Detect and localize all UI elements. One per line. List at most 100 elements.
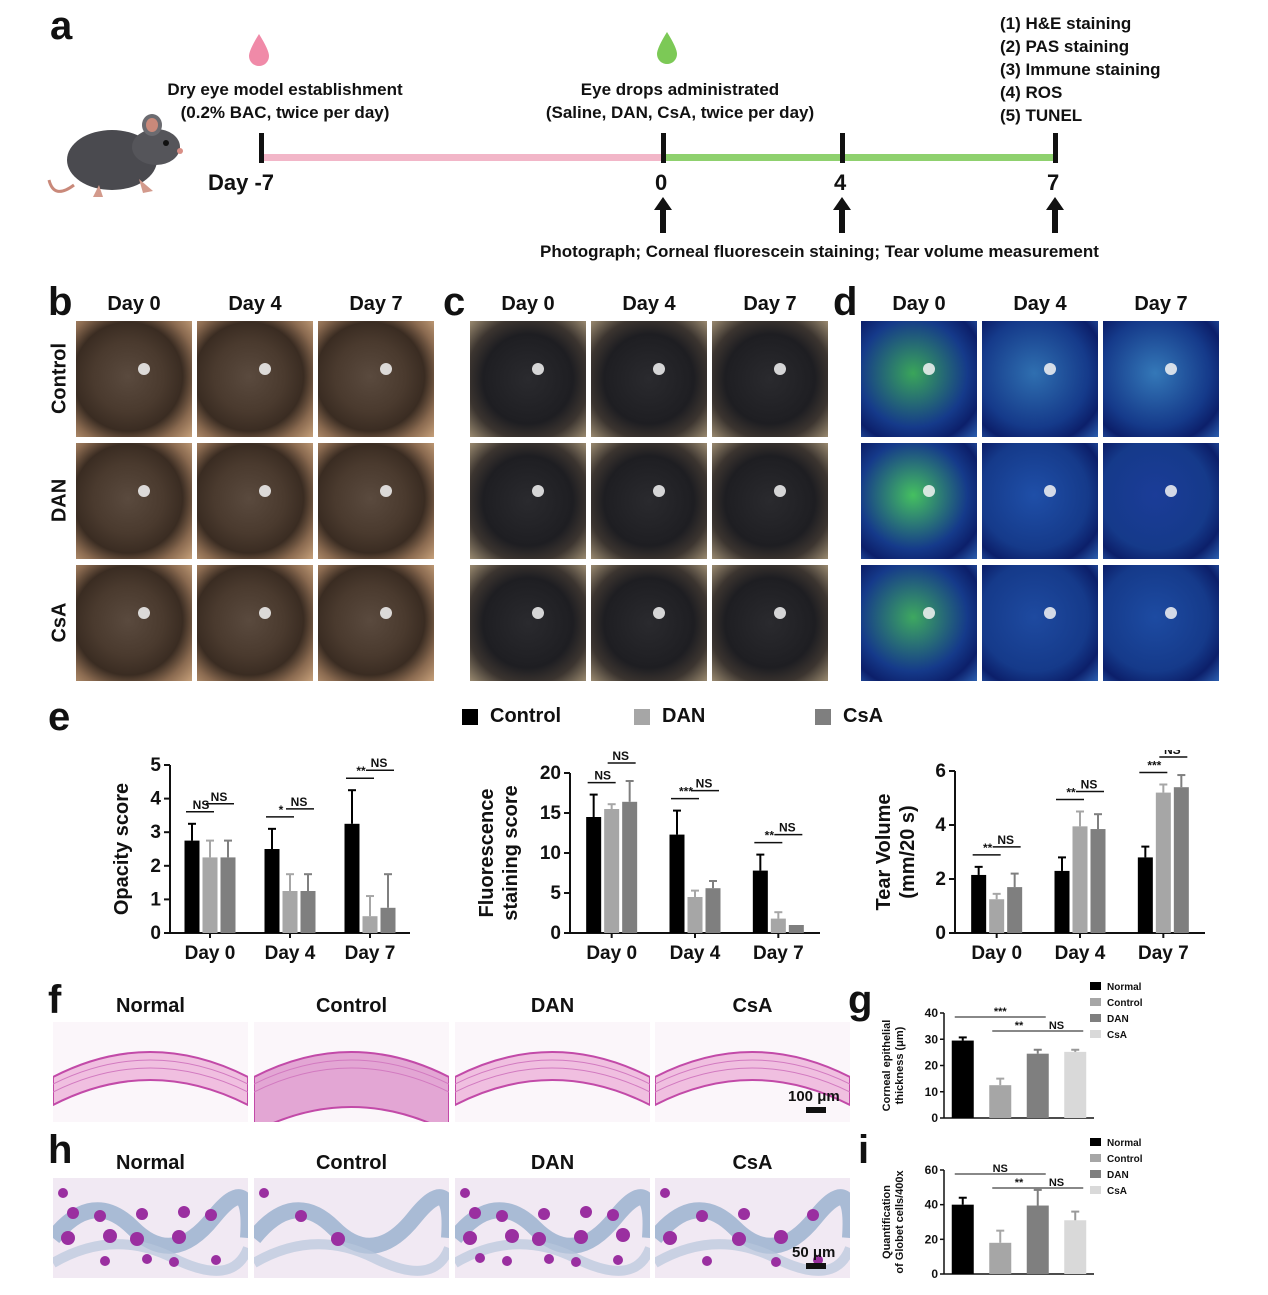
- legend-label: Normal: [1107, 1138, 1142, 1149]
- significance-label: ***: [679, 785, 693, 799]
- day-start-label: Day -7: [208, 170, 275, 195]
- eye-photo: [1103, 443, 1219, 559]
- legend-label: CsA: [843, 705, 884, 727]
- arrow-up-icon: [1046, 197, 1064, 233]
- legend-label: CsA: [1107, 1186, 1127, 1197]
- legend-label: CsA: [1107, 1030, 1127, 1041]
- bar: [380, 907, 396, 933]
- eye-photo: [591, 565, 707, 681]
- specular-highlight: [380, 485, 392, 497]
- day4-label: 4: [834, 170, 847, 195]
- histology-title: Normal: [116, 1152, 185, 1174]
- bar: [989, 1085, 1012, 1118]
- y-axis-label: Fluorescence: [476, 789, 498, 918]
- bar: [705, 888, 721, 933]
- analysis-steps: (1) H&E staining (2) PAS staining (3) Im…: [1000, 12, 1161, 127]
- scale-bar-label: 50 μm: [792, 1244, 836, 1261]
- he-stain-image: [254, 1022, 449, 1122]
- model-text: Dry eye model establishment (0.2% BAC, t…: [140, 78, 430, 124]
- bar: [1026, 1053, 1049, 1118]
- y-tick-label: 20: [540, 763, 561, 784]
- panel-letter-e: e: [48, 695, 71, 739]
- y-tick-label: 5: [150, 755, 161, 776]
- eye-photo: [76, 565, 192, 681]
- specular-highlight: [380, 607, 392, 619]
- row-label-csa: CsA: [48, 602, 71, 643]
- specular-highlight: [653, 485, 665, 497]
- y-tick-label: 2: [150, 856, 161, 877]
- specular-highlight: [774, 607, 786, 619]
- x-tick-label: Day 7: [1138, 943, 1189, 964]
- significance-label: NS: [1049, 1020, 1064, 1032]
- x-tick-label: Day 0: [185, 943, 236, 964]
- panel-letter-f: f: [48, 978, 62, 1022]
- specular-highlight: [138, 363, 150, 375]
- bar: [1054, 870, 1070, 933]
- eye-photo: [1103, 565, 1219, 681]
- scale-bar-line: [806, 1107, 826, 1113]
- legend-label: Control: [1107, 998, 1143, 1009]
- significance-label: NS: [993, 1163, 1008, 1175]
- bar: [1064, 1220, 1087, 1274]
- specular-highlight: [923, 363, 935, 375]
- day0-label: 0: [655, 170, 668, 195]
- significance-label: NS: [612, 750, 629, 763]
- scale-bar-f: 100 μm: [788, 1088, 840, 1113]
- y-tick-label: 3: [150, 822, 161, 843]
- bar: [184, 840, 200, 933]
- legend-label: Normal: [1107, 982, 1142, 993]
- step-item: (2) PAS staining: [1000, 37, 1130, 56]
- epithelial-thickness-chart: 010203040*****NSNormalControlDANCsACorne…: [881, 982, 1143, 1125]
- bar: [344, 823, 360, 933]
- y-tick-label: 4: [150, 789, 161, 810]
- y-tick-label: 10: [540, 843, 561, 864]
- bar: [264, 849, 280, 933]
- y-tick-label: 40: [925, 1006, 939, 1020]
- bar: [300, 891, 316, 933]
- x-tick-label: Day 0: [971, 943, 1022, 964]
- column-header: Day 7: [743, 293, 797, 315]
- step-item: (3) Immune staining: [1000, 60, 1161, 79]
- specular-highlight: [1165, 363, 1177, 375]
- y-tick-label: 20: [925, 1059, 939, 1073]
- specular-highlight: [138, 607, 150, 619]
- eye-photo: [470, 321, 586, 437]
- y-tick-label: 10: [925, 1085, 939, 1099]
- y-axis-label: Tear Volume: [873, 793, 895, 910]
- legend-label: DAN: [1107, 1014, 1129, 1025]
- eye-photo: [76, 321, 192, 437]
- significance-label: NS: [1049, 1177, 1064, 1189]
- row-label-control: Control: [48, 342, 71, 415]
- significance-label: **: [356, 764, 366, 778]
- legend-swatch: [1090, 1154, 1101, 1162]
- column-header: Day 4: [1013, 293, 1067, 315]
- y-axis-label: of Globet cells/400x: [894, 1169, 906, 1273]
- bar: [1090, 829, 1106, 933]
- legend-swatch: [1090, 1014, 1101, 1022]
- column-header: Day 7: [349, 293, 403, 315]
- y-tick-label: 0: [150, 923, 161, 944]
- bar: [788, 925, 804, 933]
- step-item: (5) TUNEL: [1000, 106, 1083, 125]
- specular-highlight: [138, 485, 150, 497]
- bar: [752, 870, 768, 933]
- column-header: Day 4: [228, 293, 282, 315]
- panel-letter-a: a: [50, 4, 73, 48]
- eye-photo: [197, 565, 313, 681]
- y-tick-label: 5: [550, 883, 561, 904]
- eye-photo: [76, 443, 192, 559]
- significance-label: **: [1015, 1177, 1024, 1189]
- he-stain-image: [455, 1022, 650, 1122]
- panel-letter-i: i: [858, 1128, 870, 1172]
- specular-highlight: [380, 363, 392, 375]
- bar: [687, 897, 703, 933]
- y-tick-label: 2: [935, 869, 946, 890]
- eye-photo: [712, 443, 828, 559]
- y-axis-label: (mm/20 s): [897, 805, 919, 898]
- significance-label: NS: [779, 821, 796, 835]
- legend-csa: CsA: [815, 705, 883, 728]
- specular-highlight: [259, 607, 271, 619]
- histology-title: Control: [315, 1152, 388, 1174]
- column-header: Day 0: [501, 293, 555, 315]
